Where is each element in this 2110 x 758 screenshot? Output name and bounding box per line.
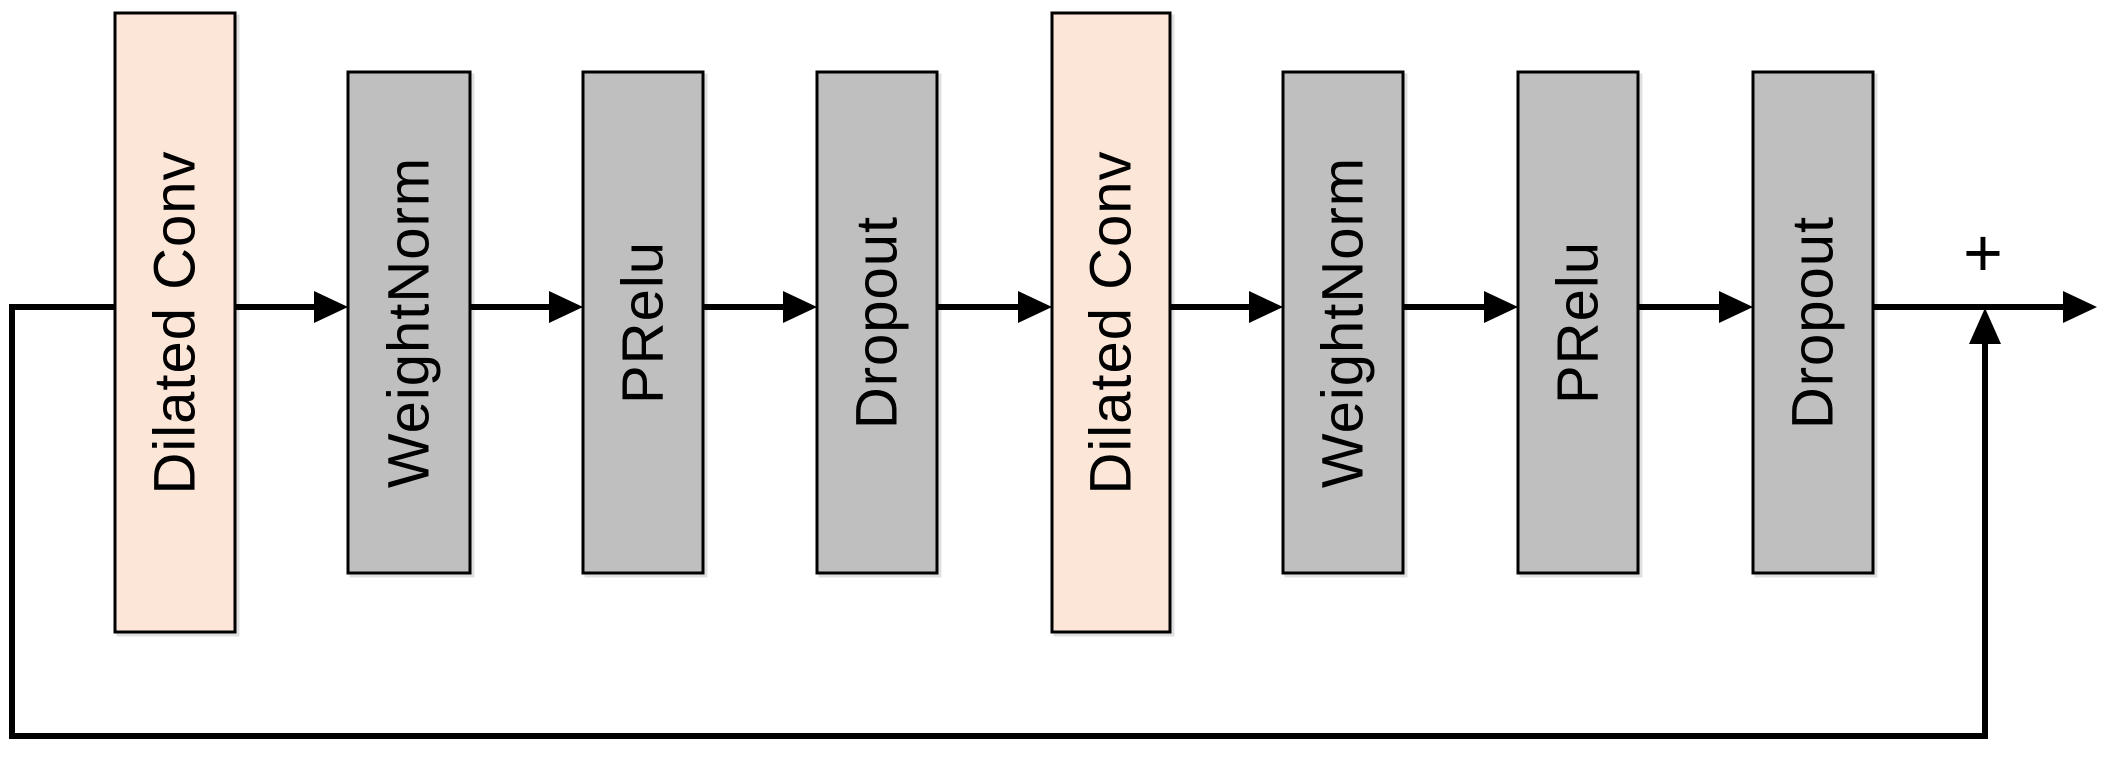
- node-dilated-conv-2: Dilated Conv: [1050, 11, 1172, 634]
- node-label: WeightNorm: [1311, 157, 1376, 488]
- connector-arrow-4: [937, 291, 1052, 323]
- node-label: PRelu: [611, 241, 676, 404]
- node-dilated-conv-1: Dilated Conv: [113, 11, 237, 634]
- output-arrow: [1873, 291, 2097, 323]
- arrow-right-icon: [1484, 291, 1518, 323]
- connector-arrow-3: [703, 291, 817, 323]
- node-box: [1751, 70, 1875, 575]
- connector-arrow-1: [235, 291, 348, 323]
- arrow-right-icon: [2063, 291, 2097, 323]
- node-label: Dilated Conv: [143, 150, 208, 494]
- node-box: [113, 11, 237, 634]
- connector-arrow-5: [1170, 291, 1283, 323]
- node-box: [1516, 70, 1640, 575]
- connector-arrow-7: [1638, 291, 1753, 323]
- connector-arrow-6: [1403, 291, 1518, 323]
- node-label: WeightNorm: [377, 157, 442, 488]
- arrow-right-icon: [1719, 291, 1753, 323]
- node-dropout-2: Dropout: [1751, 70, 1875, 575]
- arrow-right-icon: [1018, 291, 1052, 323]
- connector-arrow-2: [470, 291, 583, 323]
- node-label: PRelu: [1546, 241, 1611, 404]
- node-label: Dropout: [1781, 216, 1846, 429]
- node-weightnorm-2: WeightNorm: [1281, 70, 1405, 575]
- arrow-right-icon: [1249, 291, 1283, 323]
- node-weightnorm-1: WeightNorm: [346, 70, 472, 575]
- arrow-right-icon: [549, 291, 583, 323]
- node-label: Dropout: [845, 216, 910, 429]
- node-box: [581, 70, 705, 575]
- node-box: [1281, 70, 1405, 575]
- node-prelu-1: PRelu: [581, 70, 705, 575]
- sum-plus-symbol: +: [1963, 215, 2003, 291]
- arrow-right-icon: [783, 291, 817, 323]
- arrow-up-icon: [1969, 308, 2001, 344]
- node-box: [346, 70, 472, 575]
- node-box: [815, 70, 939, 575]
- node-dropout-1: Dropout: [815, 70, 939, 575]
- node-label: Dilated Conv: [1079, 150, 1144, 494]
- node-box: [1050, 11, 1172, 634]
- arrow-right-icon: [314, 291, 348, 323]
- node-prelu-2: PRelu: [1516, 70, 1640, 575]
- skip-connection-path: [9, 304, 1988, 739]
